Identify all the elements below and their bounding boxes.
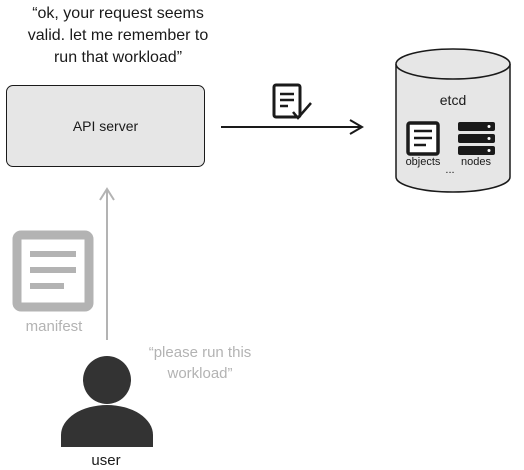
- api-server-box: API server: [6, 85, 205, 167]
- nodes-server-icon: [458, 122, 495, 155]
- manifest-document-icon: [12, 230, 94, 312]
- user-quote: “please run this workload”: [148, 344, 252, 382]
- document-check-icon: [272, 83, 312, 120]
- user-icon: [61, 356, 153, 447]
- arrow-to-api-server: [99, 187, 115, 340]
- etcd-label: etcd: [439, 92, 467, 108]
- objects-label: objects: [405, 156, 441, 168]
- api-server-quote: “ok, your request seems valid. let me re…: [27, 5, 209, 66]
- arrow-to-etcd: [221, 119, 364, 135]
- user-label: user: [91, 452, 121, 469]
- api-server-label: API server: [72, 118, 139, 134]
- nodes-label: nodes: [461, 156, 491, 168]
- etcd-more-label: ...: [445, 164, 455, 176]
- manifest-label: manifest: [25, 318, 83, 335]
- etcd-cylinder: [395, 48, 511, 193]
- objects-document-icon: [406, 121, 440, 156]
